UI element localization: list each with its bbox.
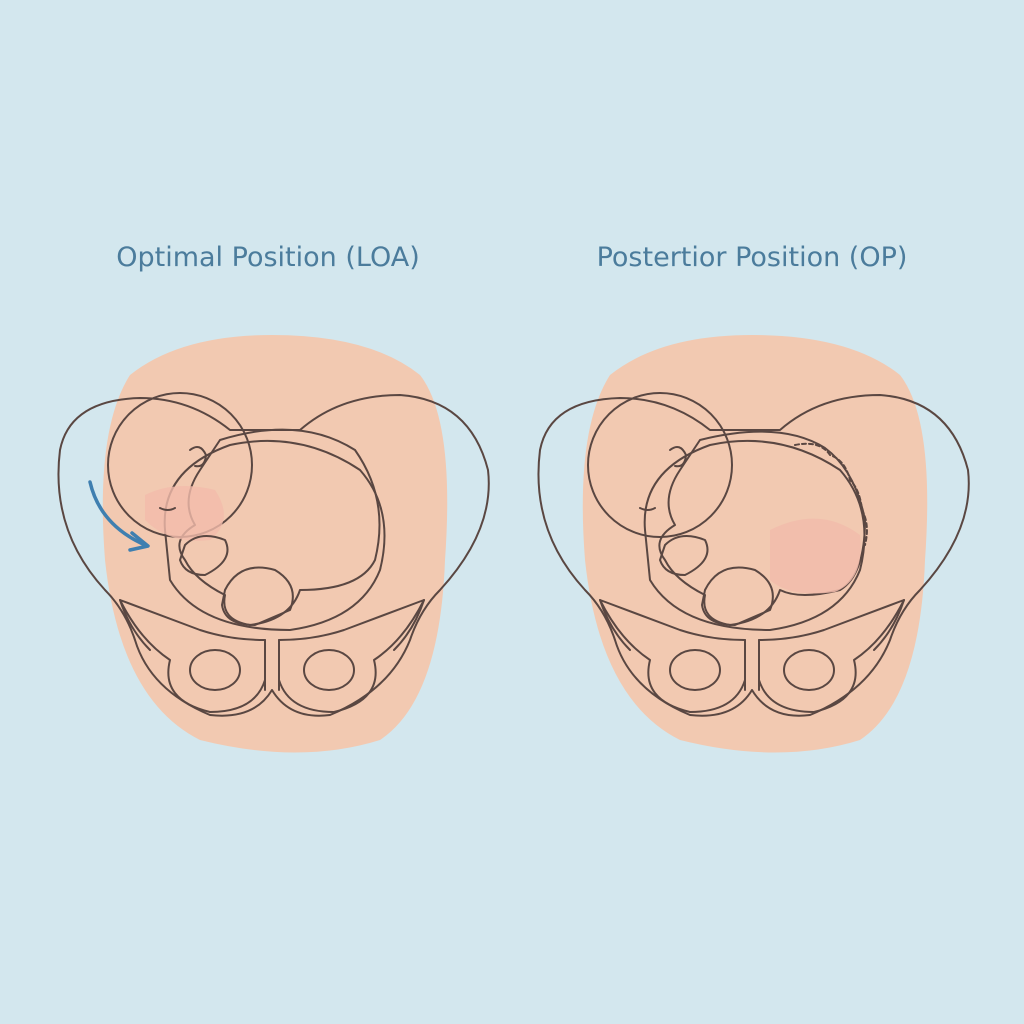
pelvis-diagram — [537, 334, 970, 754]
panel-title-posterior: Postertior Position (OP) — [596, 242, 908, 273]
baby-posterior — [587, 392, 868, 626]
pelvis-diagram — [57, 334, 490, 754]
rotation-arrow — [88, 480, 147, 547]
panel-posterior — [537, 334, 970, 754]
arrow-head-icon — [128, 531, 150, 552]
panel-title-optimal: Optimal Position (LOA) — [116, 242, 420, 273]
baby-optimal — [107, 392, 381, 626]
panel-optimal — [57, 334, 490, 754]
